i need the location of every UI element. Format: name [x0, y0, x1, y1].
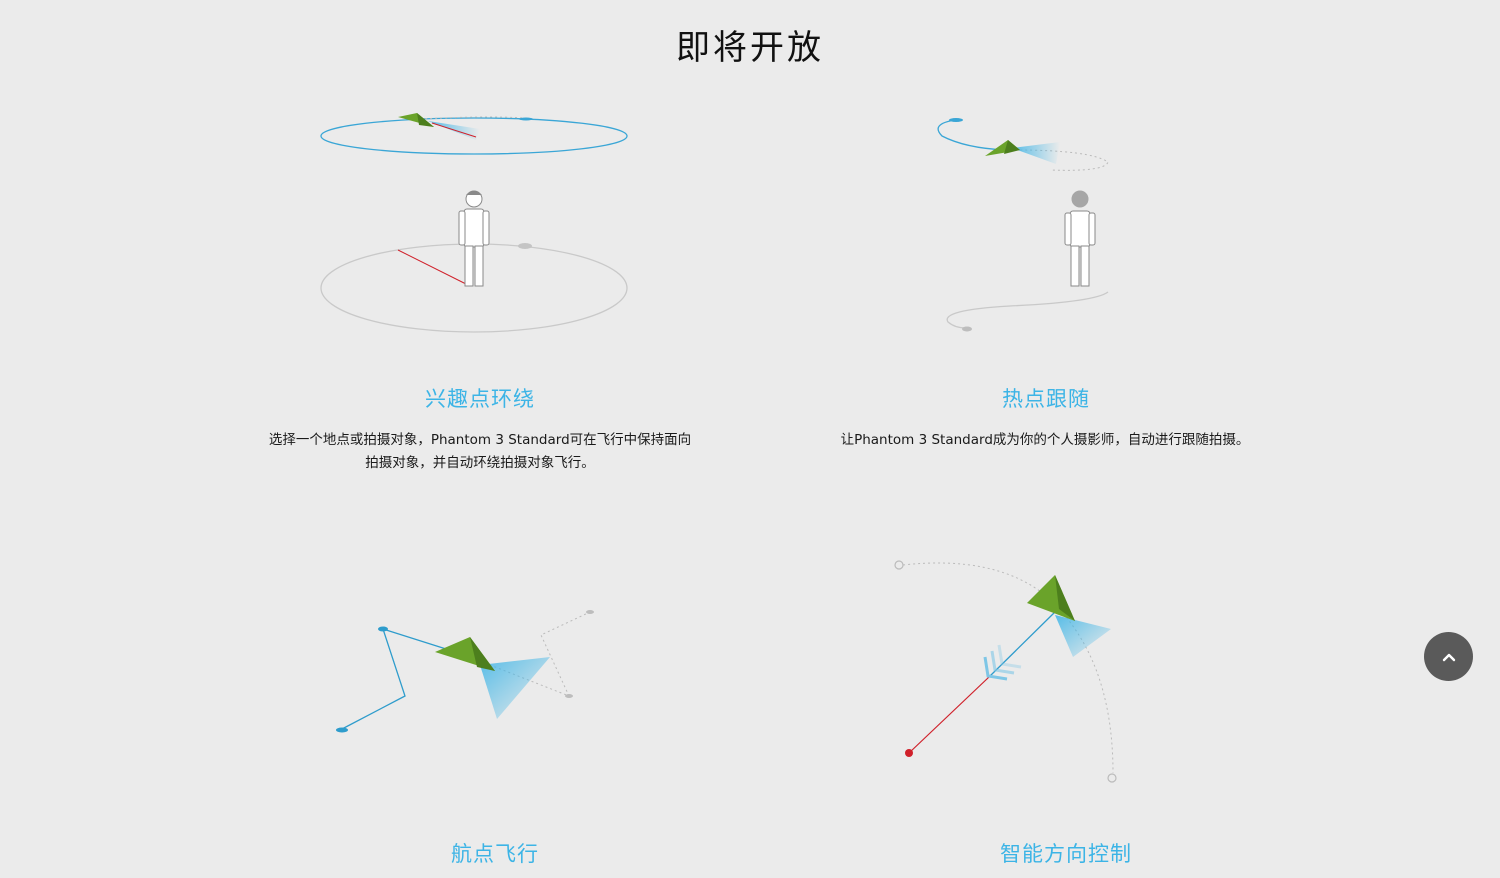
feature-title-waypoints: 航点飞行	[451, 842, 539, 866]
feature-title-follow: 热点跟随	[1002, 387, 1090, 411]
orientation-illustration	[894, 560, 1117, 783]
person-icon	[458, 190, 490, 287]
follow-illustration	[937, 118, 1109, 332]
drone-icon	[435, 637, 495, 671]
orbit-illustration	[320, 113, 628, 333]
feature-title-ioc: 智能方向控制	[1000, 842, 1132, 866]
orbit-path-icon	[320, 117, 628, 155]
feature-desc-follow: 让Phantom 3 Standard成为你的个人摄影师，自动进行跟随拍摄。	[840, 432, 1250, 448]
page-title: 即将开放	[676, 28, 824, 68]
feature-desc-poi: 选择一个地点或拍摄对象，Phantom 3 Standard可在飞行中保持面向拍…	[268, 432, 692, 471]
chevron-up-icon	[1442, 653, 1455, 661]
direction-arrow-icon	[983, 644, 1022, 681]
feature-title-poi: 兴趣点环绕	[425, 387, 535, 411]
drone-icon	[398, 113, 434, 127]
drone-icon	[1027, 575, 1075, 621]
person-icon	[1064, 190, 1096, 287]
back-to-top-button[interactable]	[1424, 632, 1473, 681]
drone-icon	[985, 140, 1020, 156]
follow-path-icon	[937, 119, 1006, 151]
waypoint-illustration	[336, 610, 594, 733]
waypoint-path-icon	[336, 610, 594, 733]
